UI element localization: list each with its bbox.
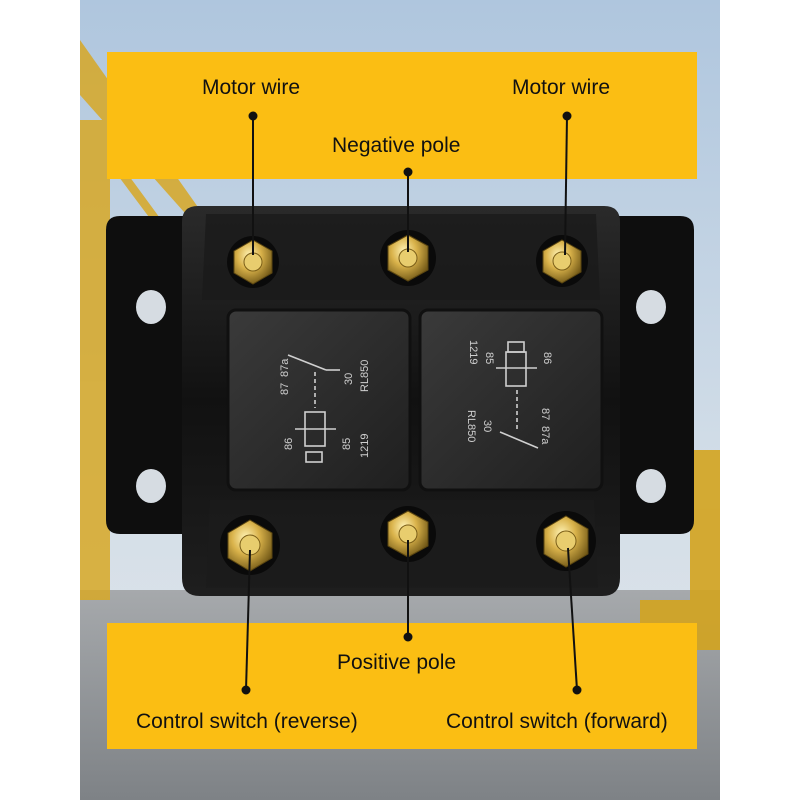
relay-left-pin-30: 30 <box>343 373 355 385</box>
relay-left-pin-85: 85 <box>341 438 353 450</box>
label-control-switch-forward: Control switch (forward) <box>446 710 668 733</box>
relay-right-pin-85: 85 <box>483 352 495 364</box>
label-motor-wire-left: Motor wire <box>202 76 301 99</box>
relay-right-pin-86: 86 <box>541 352 553 364</box>
label-negative-pole: Negative pole <box>332 134 461 157</box>
relay-right-model: RL850 <box>465 410 477 442</box>
terminal-reverse <box>220 515 280 575</box>
label-control-switch-reverse: Control switch (reverse) <box>136 710 358 733</box>
relay-right-pin-87: 87 <box>539 408 551 420</box>
relay-right-pin-87a: 87a <box>539 426 551 445</box>
mount-hole-top-right <box>636 290 666 324</box>
relay-left-model: RL850 <box>359 360 371 392</box>
relay-left-code: 1219 <box>359 434 371 458</box>
mount-hole-top-left <box>136 290 166 324</box>
label-motor-wire-right: Motor wire <box>512 76 611 99</box>
relay-left: 87 87a 30 RL850 86 85 1219 <box>226 308 412 492</box>
terminal-positive <box>380 506 436 562</box>
terminal-negative <box>380 230 436 286</box>
relay-right: 1219 85 86 RL850 30 87 87a <box>418 308 604 492</box>
relay-right-code: 1219 <box>467 340 479 364</box>
relay-right-pin-30: 30 <box>481 420 493 432</box>
terminal-motor-left <box>227 236 279 288</box>
label-positive-pole: Positive pole <box>337 651 457 674</box>
label-banner-top <box>107 52 697 179</box>
relay-left-pin-86: 86 <box>283 438 295 450</box>
mount-hole-bottom-left <box>136 469 166 503</box>
relay-left-pin-87: 87 <box>279 383 291 395</box>
terminal-motor-right <box>536 235 588 287</box>
label-banner-bottom <box>107 623 697 749</box>
mount-hole-bottom-right <box>636 469 666 503</box>
relay-left-pin-87a: 87a <box>279 358 291 377</box>
terminal-forward <box>536 511 596 571</box>
